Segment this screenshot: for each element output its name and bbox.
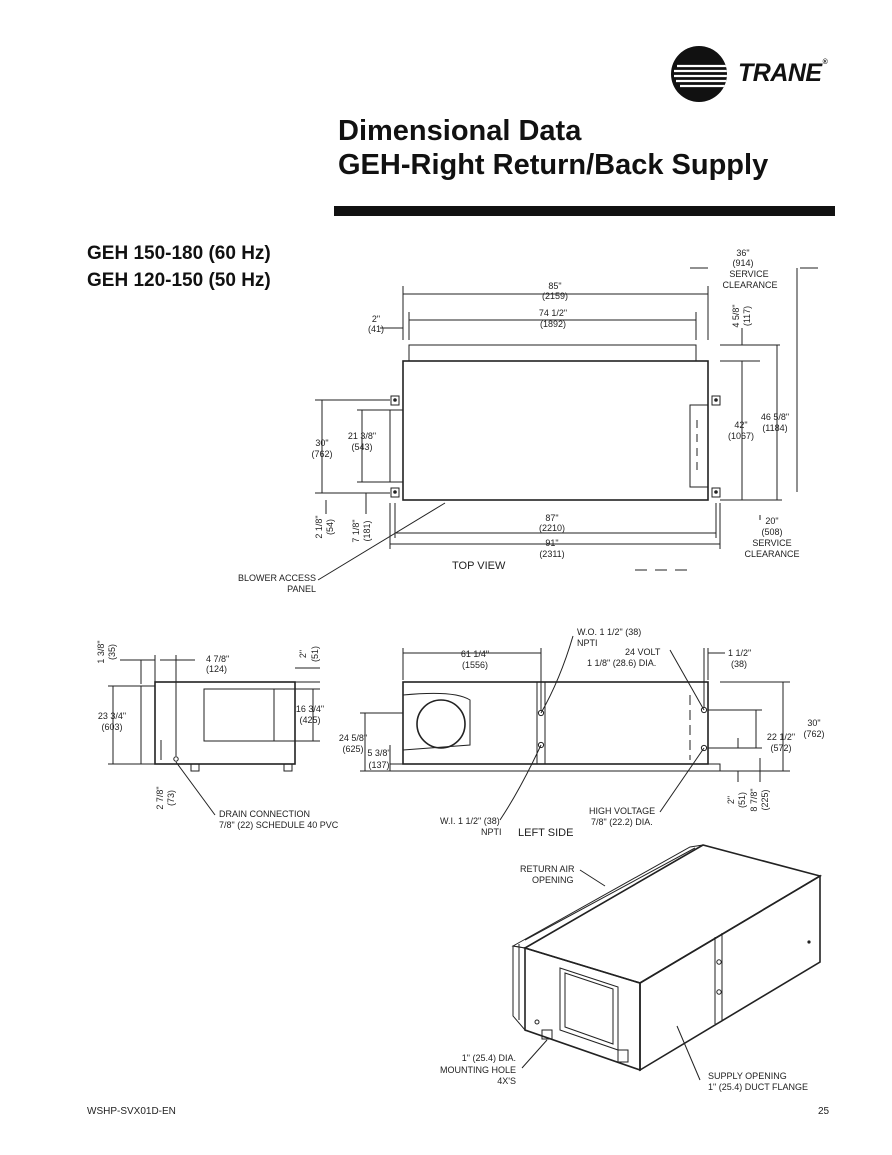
- dimension-label: 5 3/8": [367, 748, 390, 758]
- dimension-label: 4 5/8": [731, 304, 741, 327]
- dimension-label: PANEL: [287, 584, 316, 594]
- model-60hz: GEH 150-180 (60 Hz): [87, 243, 271, 264]
- dimension-label: BLOWER ACCESS: [238, 573, 316, 583]
- dimension-label: 2": [298, 650, 308, 658]
- footer-doc-id: WSHP-SVX01D-EN: [87, 1106, 176, 1117]
- dimension-label: 1" (25.4) DUCT FLANGE: [708, 1082, 808, 1092]
- dimension-label: NPTI: [481, 827, 502, 837]
- title-line-2: GEH-Right Return/Back Supply: [338, 149, 769, 181]
- dimension-label: HIGH VOLTAGE: [589, 806, 655, 816]
- dimension-label: 91": [545, 538, 558, 548]
- top-view-drawing: TOP VIEW 36" (914) SERVICE CLEARANCE 85"…: [238, 248, 818, 594]
- dimension-label: (181): [362, 520, 372, 541]
- model-50hz: GEH 120-150 (50 Hz): [87, 270, 271, 291]
- dimension-label: (73): [166, 790, 176, 806]
- dimension-label: (51): [737, 792, 747, 808]
- dimension-label: SERVICE: [729, 269, 768, 279]
- dimension-label: 85": [548, 281, 561, 291]
- page-title: Dimensional Data GEH-Right Return/Back S…: [338, 114, 768, 182]
- dimension-label: 7/8" (22) SCHEDULE 40 PVC: [219, 820, 339, 830]
- dimension-label: 23 3/4": [98, 711, 126, 721]
- dimension-label: (914): [732, 258, 753, 268]
- dimension-label: OPENING: [532, 875, 574, 885]
- dimension-label: 7/8" (22.2) DIA.: [591, 817, 653, 827]
- dimension-label: 1 1/2": [728, 648, 751, 658]
- dimension-label: 46 5/8": [761, 412, 789, 422]
- dimension-label: (1556): [462, 660, 488, 670]
- dimension-label: (572): [770, 743, 791, 753]
- dimension-label: (137): [368, 760, 389, 770]
- dimension-label: (1067): [728, 431, 754, 441]
- dimension-label: 1 1/8" (28.6) DIA.: [587, 658, 656, 668]
- dimension-label: (603): [101, 722, 122, 732]
- dimension-label: 61 1/4": [461, 649, 489, 659]
- dimension-label: (117): [742, 306, 752, 326]
- top-caption: TOP VIEW: [452, 560, 506, 572]
- dimension-label: CLEARANCE: [744, 549, 799, 559]
- dimension-label: 1 3/8": [96, 640, 106, 663]
- dimension-label: SERVICE: [752, 538, 791, 548]
- dimension-label: 1" (25.4) DIA.: [462, 1053, 516, 1063]
- title-line-1: Dimensional Data: [338, 115, 582, 147]
- dimension-label: (762): [311, 449, 332, 459]
- dimension-label: (1184): [762, 423, 787, 433]
- dimension-label: 2": [726, 796, 736, 804]
- dimension-label: 2 1/8": [314, 515, 324, 538]
- dimension-label: (2311): [539, 549, 564, 559]
- dimension-label: 30": [807, 718, 820, 728]
- footer-page-number: 25: [818, 1106, 830, 1117]
- dimension-label: (38): [731, 659, 747, 669]
- dimension-label: (1892): [540, 319, 566, 329]
- dimension-label: 2 7/8": [155, 786, 165, 809]
- dimension-label: (51): [310, 646, 320, 662]
- dimension-label: W.O. 1 1/2" (38): [577, 627, 641, 637]
- dimension-label: (35): [107, 644, 117, 660]
- dimension-label: 4 7/8": [206, 654, 229, 664]
- dimension-label: 22 1/2": [767, 732, 795, 742]
- dimension-label: MOUNTING HOLE: [440, 1065, 516, 1075]
- dimension-label: (762): [803, 729, 824, 739]
- dimension-label: 4X'S: [497, 1076, 516, 1086]
- dimension-label: (543): [351, 442, 372, 452]
- brand-wordmark: TRANE®: [738, 59, 828, 87]
- dimension-label: W.I. 1 1/2" (38): [440, 816, 500, 826]
- dimension-label: 7 1/8": [351, 519, 361, 542]
- dimension-label: (625): [342, 744, 363, 754]
- dimension-label: 8 7/8": [749, 788, 759, 811]
- dimension-label: 42": [734, 420, 747, 430]
- dimension-label: NPTI: [577, 638, 598, 648]
- title-rule: [334, 206, 835, 216]
- dimension-label: (41): [368, 324, 384, 334]
- dimension-label: 24 5/8": [339, 733, 367, 743]
- dimension-label: RETURN AIR: [520, 864, 575, 874]
- dimension-label: 16 3/4": [296, 704, 324, 714]
- dimension-label: 20": [765, 516, 778, 526]
- dimension-label: 21 3/8": [348, 431, 376, 441]
- isometric-drawing: RETURN AIR OPENING 1" (25.4) DIA. MOUNTI…: [440, 844, 823, 1092]
- dimension-label: 36": [736, 248, 749, 258]
- dimension-label: (225): [760, 789, 770, 810]
- dimension-label: 24 VOLT: [625, 647, 661, 657]
- left-side-caption: LEFT SIDE: [518, 827, 573, 839]
- dimension-label: (54): [325, 519, 335, 535]
- dimension-label: CLEARANCE: [722, 280, 777, 290]
- dimension-label: DRAIN CONNECTION: [219, 809, 310, 819]
- dimension-label: 87": [545, 513, 558, 523]
- dimension-label: 30": [315, 438, 328, 448]
- dimension-label: (124): [206, 664, 227, 674]
- dimension-label: (425): [299, 715, 320, 725]
- left-side-drawing: LEFT SIDE W.O. 1 1/2" (38) NPTI 61 1/4" …: [339, 627, 825, 839]
- dimension-label: 74 1/2": [539, 308, 567, 318]
- dimension-label: (508): [761, 527, 782, 537]
- trane-logo-icon: [671, 46, 727, 102]
- dimension-label: SUPPLY OPENING: [708, 1071, 787, 1081]
- end-view-drawing: 1 3/8" (35) 4 7/8" (124) 2" (51) 23 3/4"…: [96, 640, 339, 830]
- dimension-label: (2159): [542, 291, 568, 301]
- dimension-label: (2210): [539, 523, 565, 533]
- dimension-label: 2": [372, 314, 380, 324]
